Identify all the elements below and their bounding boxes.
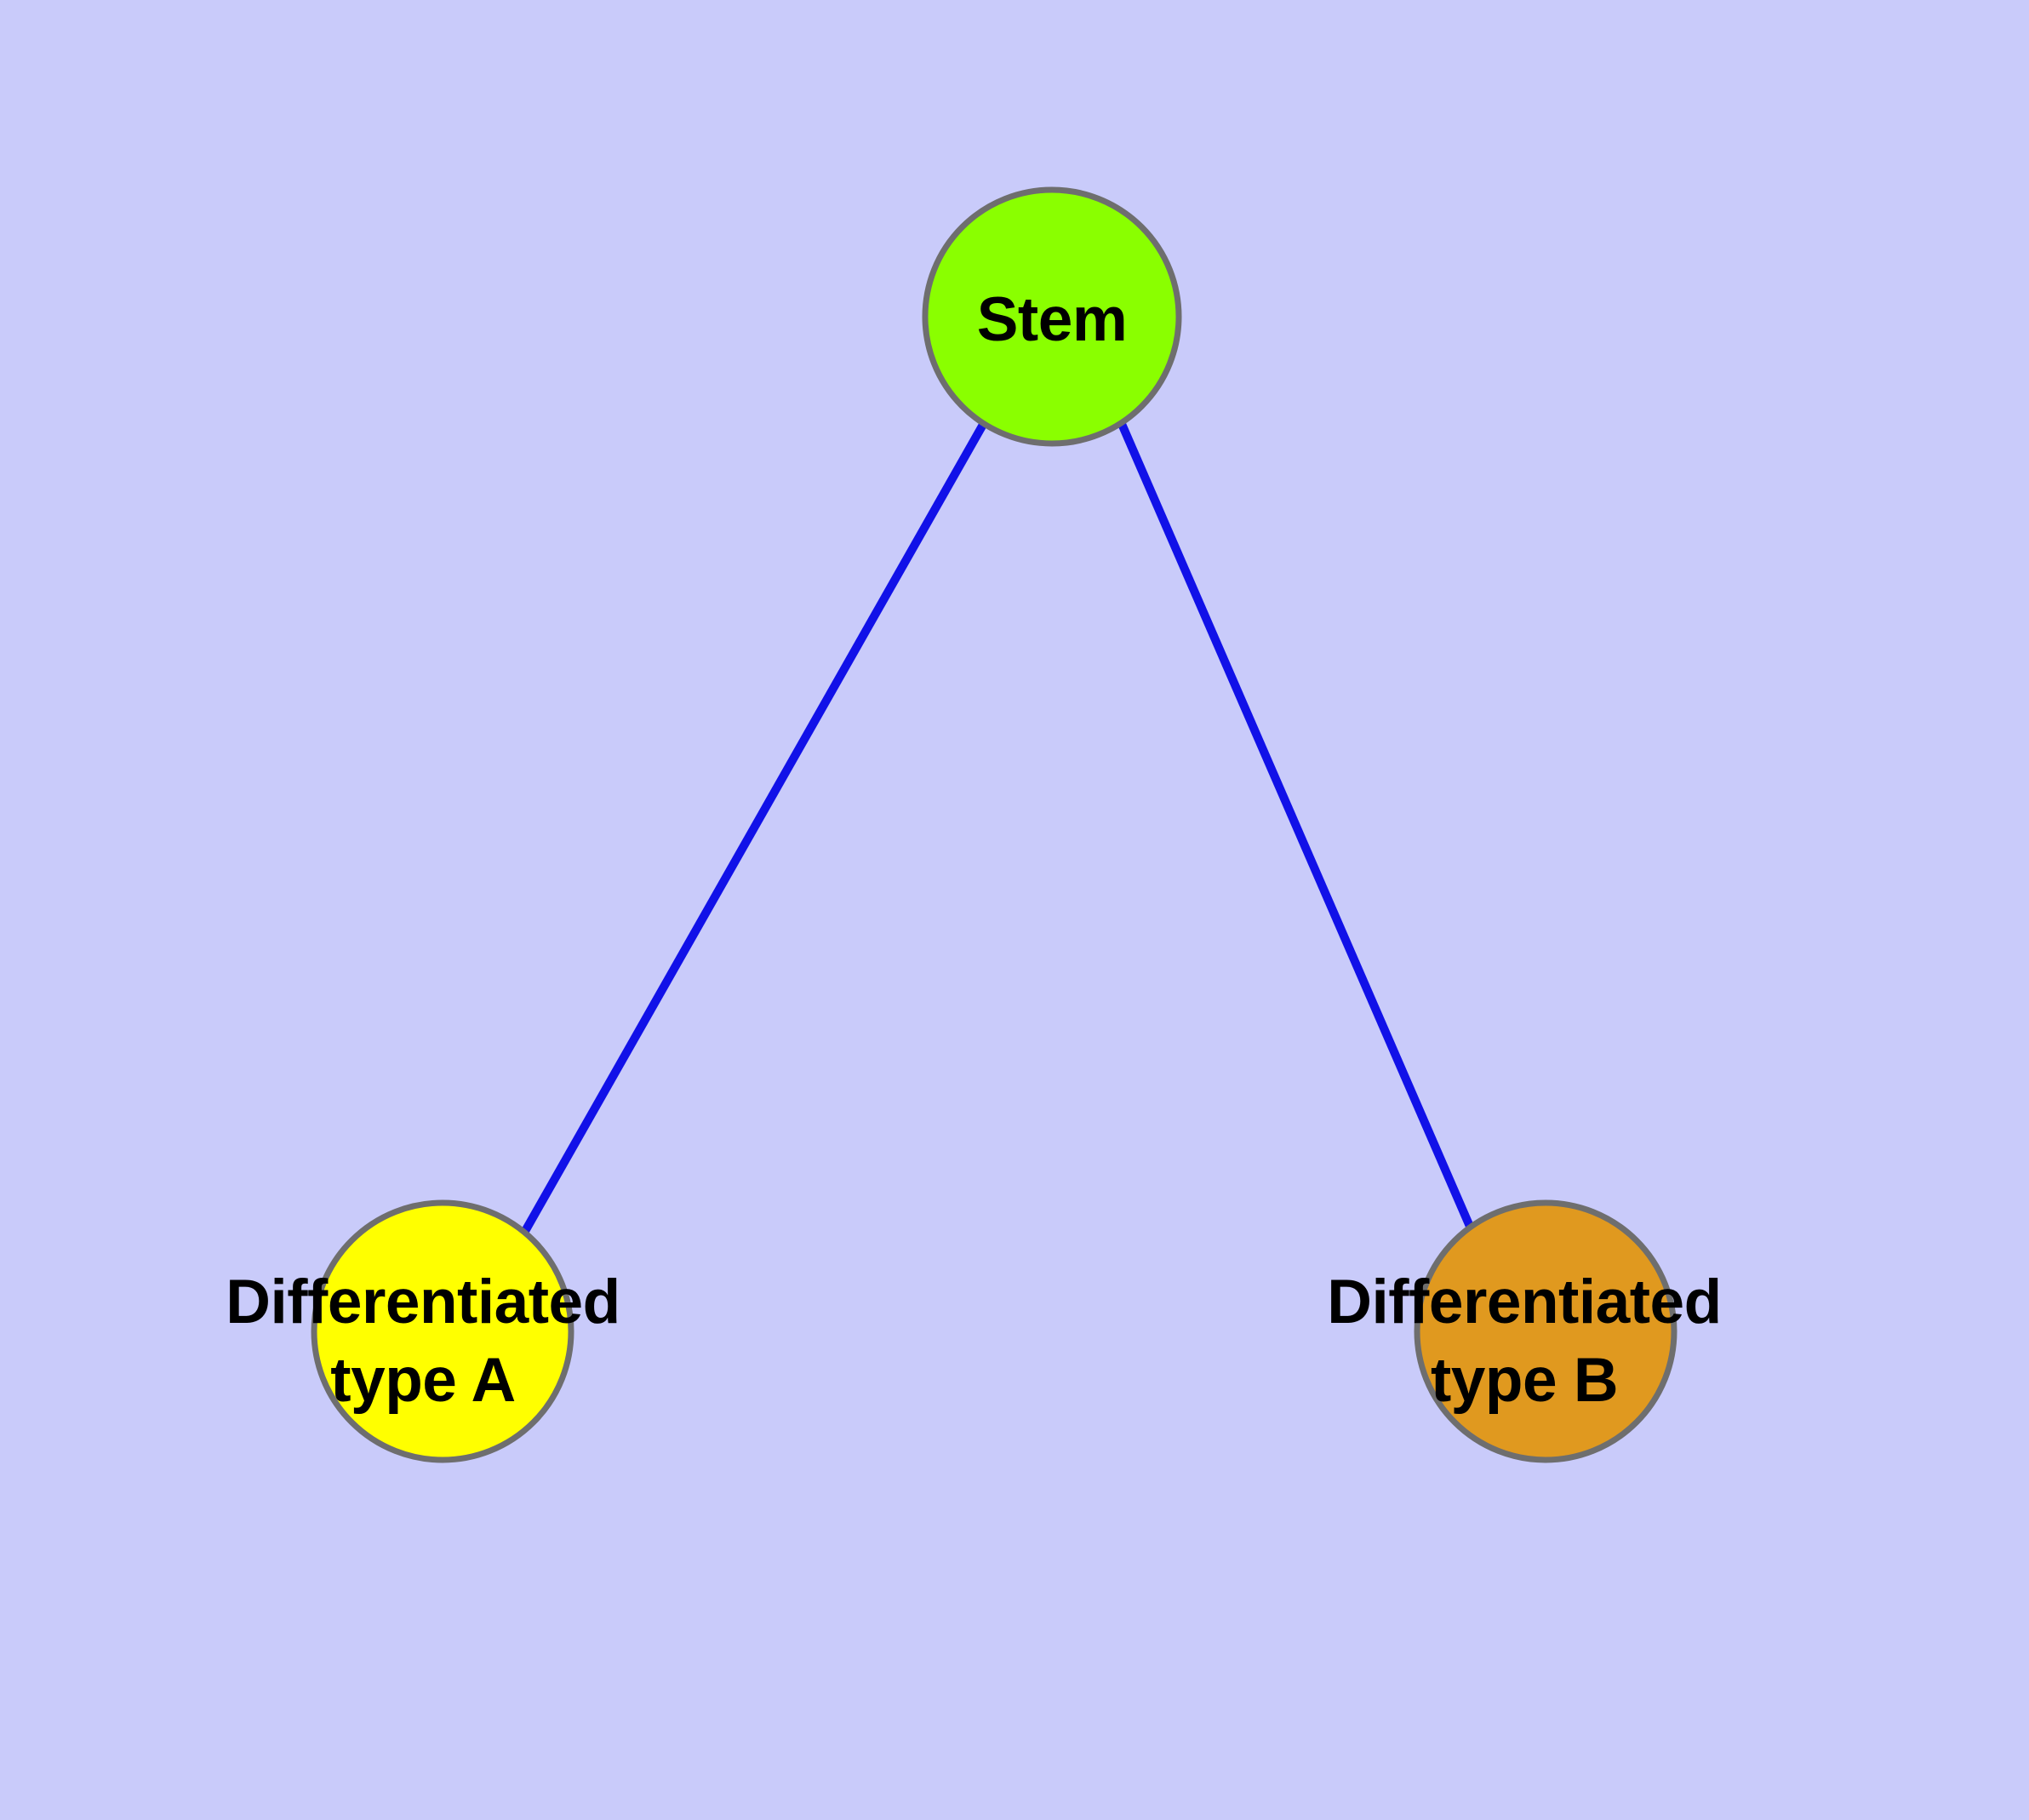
node-differentiated-type-b[interactable] <box>1414 1199 1677 1463</box>
node-layer <box>311 186 1677 1463</box>
edge-stem-to-diff-b[interactable] <box>1117 422 1475 1230</box>
edge-stem-to-diff-a[interactable] <box>520 421 988 1235</box>
node-differentiated-type-a[interactable] <box>311 1199 574 1463</box>
node-stem[interactable] <box>922 186 1182 447</box>
edge-layer <box>520 421 1475 1235</box>
